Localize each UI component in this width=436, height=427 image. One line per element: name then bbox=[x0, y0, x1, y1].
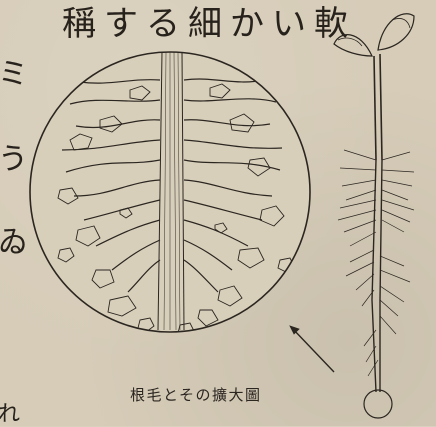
figure-caption: 根毛とその擴大圖 bbox=[130, 384, 262, 405]
seedling bbox=[334, 14, 414, 418]
pointer-arrow bbox=[290, 326, 334, 372]
magnified-circle bbox=[30, 52, 310, 337]
